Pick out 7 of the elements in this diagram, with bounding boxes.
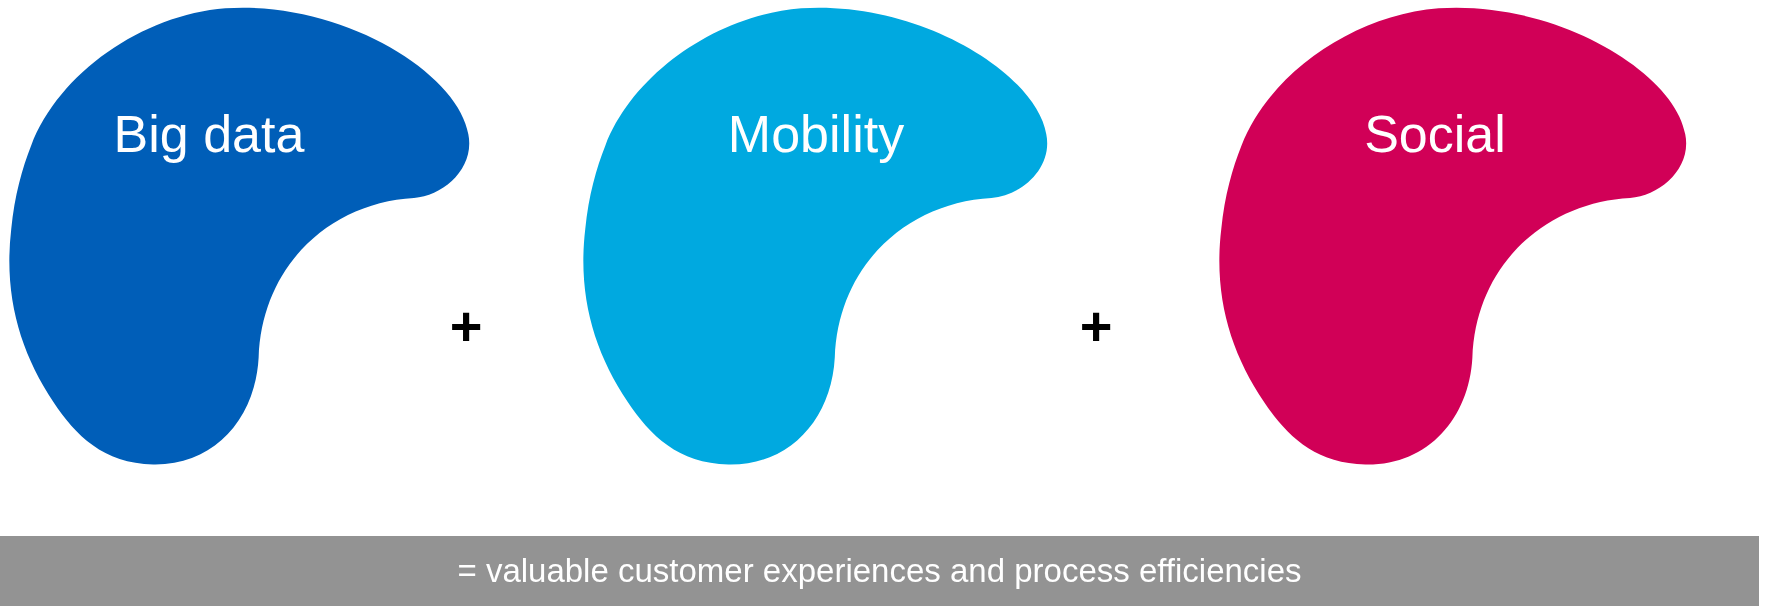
blob-label: Social: [1364, 104, 1506, 164]
banner-text: = valuable customer experiences and process efficiencies: [457, 552, 1302, 590]
blob-label: Mobility: [727, 104, 905, 164]
result-banner: [0, 536, 1759, 606]
plus-sign: +: [1079, 298, 1113, 354]
blob-label: Big data: [113, 104, 305, 164]
plus-sign: +: [449, 298, 483, 354]
